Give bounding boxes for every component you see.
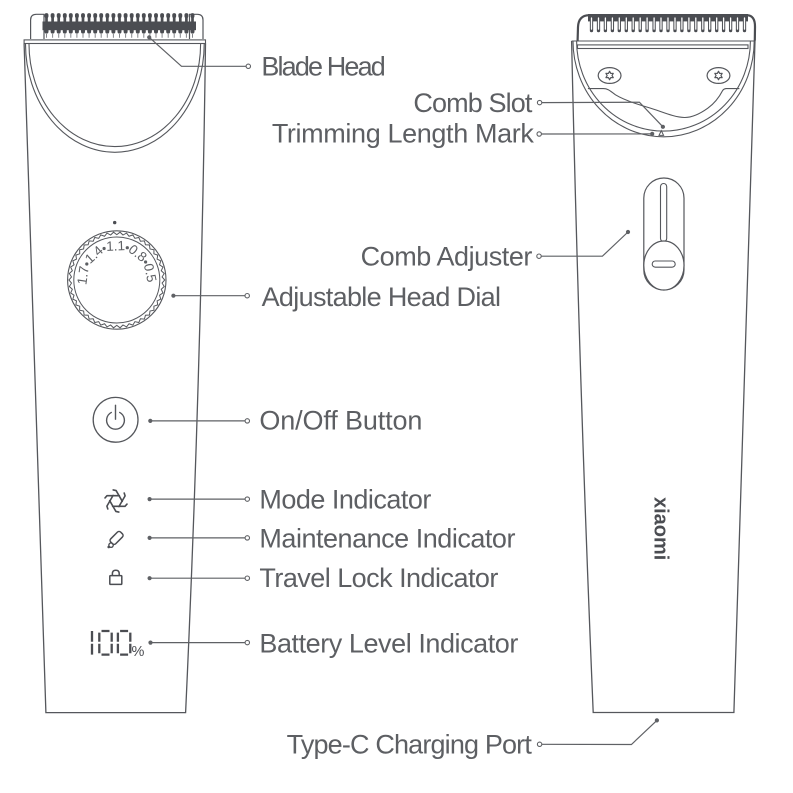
svg-text:0.5: 0.5: [141, 262, 160, 283]
svg-text:Battery Level Indicator: Battery Level Indicator: [259, 628, 518, 658]
svg-text:xiaomi: xiaomi: [650, 497, 672, 560]
svg-text:1.7: 1.7: [74, 265, 91, 286]
svg-text:1.1: 1.1: [106, 238, 125, 254]
svg-text:Mode Indicator: Mode Indicator: [259, 484, 431, 514]
svg-text:Travel Lock Indicator: Travel Lock Indicator: [259, 563, 498, 593]
svg-text:Type-C Charging Port: Type-C Charging Port: [287, 730, 533, 760]
svg-text:Maintenance Indicator: Maintenance Indicator: [259, 524, 515, 554]
svg-text:Trimming Length Mark: Trimming Length Mark: [272, 118, 535, 148]
svg-text:Comb Slot: Comb Slot: [413, 88, 533, 118]
svg-text:Blade Head: Blade Head: [261, 51, 384, 81]
svg-text:Comb Adjuster: Comb Adjuster: [361, 242, 533, 272]
svg-text:Adjustable Head Dial: Adjustable Head Dial: [262, 282, 501, 312]
svg-text:On/Off Button: On/Off Button: [259, 406, 422, 436]
svg-text:%: %: [132, 644, 145, 660]
